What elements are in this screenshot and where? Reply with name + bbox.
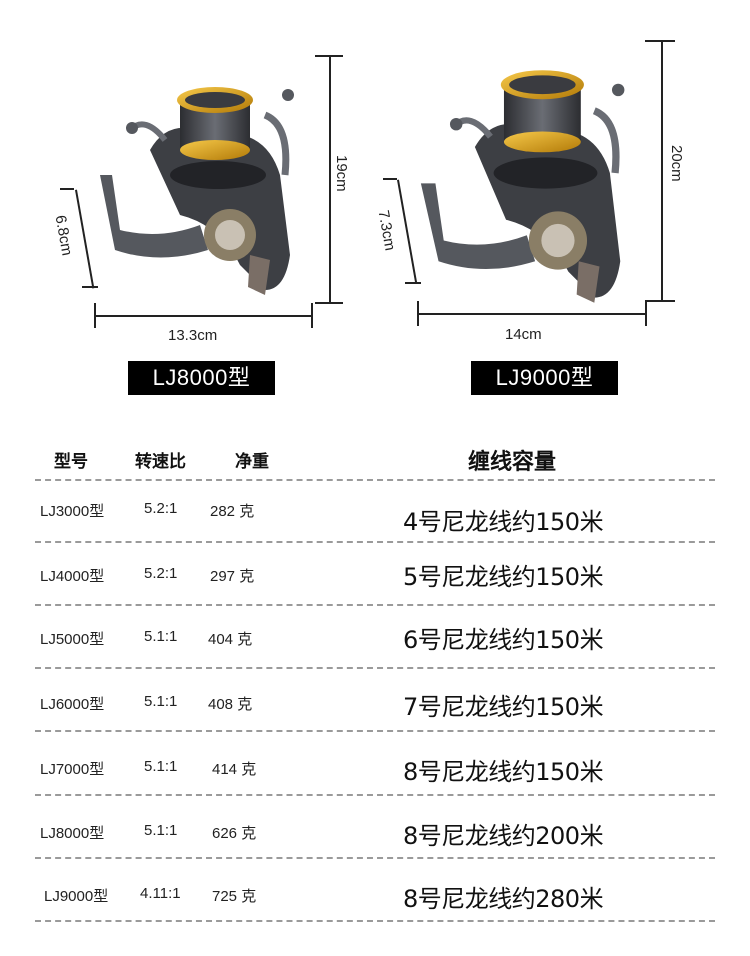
- cell-capacity: 7号尼龙线约150米: [403, 693, 604, 721]
- cell-ratio: 4.11:1: [140, 885, 181, 902]
- cell-weight: 725 克: [212, 888, 257, 905]
- cell-capacity: 4号尼龙线约150米: [403, 508, 604, 536]
- width-dimension-line: [417, 313, 646, 315]
- cell-weight: 408 克: [208, 696, 253, 713]
- cell-ratio: 5.1:1: [144, 628, 178, 645]
- dimension-tick: [383, 178, 397, 180]
- height-dimension-line: [661, 40, 663, 302]
- table-row: LJ9000型 4.11:1 725 克 8号尼龙线约280米: [0, 859, 750, 913]
- cell-weight: 626 克: [212, 825, 257, 842]
- handle-label: 6.8cm: [51, 213, 76, 258]
- cell-ratio: 5.1:1: [144, 822, 178, 839]
- handle-label: 7.3cm: [374, 208, 399, 253]
- dimension-tick: [645, 40, 675, 42]
- row-divider: [35, 794, 715, 796]
- model-label: LJ9000型: [471, 361, 618, 395]
- cell-ratio: 5.1:1: [144, 693, 178, 710]
- row-divider: [35, 541, 715, 543]
- table-row: LJ6000型 5.1:1 408 克 7号尼龙线约150米: [0, 669, 750, 721]
- header-model: 型号: [54, 452, 88, 472]
- table-row: LJ7000型 5.1:1 414 克 8号尼龙线约150米: [0, 732, 750, 786]
- cell-ratio: 5.1:1: [144, 758, 178, 775]
- table-row: LJ4000型 5.2:1 297 克 5号尼龙线约150米: [0, 543, 750, 591]
- width-label: 14cm: [505, 326, 542, 343]
- height-dimension-line: [329, 55, 331, 303]
- dimension-tick: [417, 301, 419, 326]
- dimension-tick: [645, 300, 675, 302]
- table-row: LJ5000型 5.1:1 404 克 6号尼龙线约150米: [0, 606, 750, 654]
- row-divider: [35, 604, 715, 606]
- cell-capacity: 8号尼龙线约200米: [403, 822, 604, 850]
- cell-model: LJ4000型: [40, 568, 105, 585]
- dimension-tick: [315, 302, 343, 304]
- table-row: LJ3000型 5.2:1 282 克 4号尼龙线约150米: [0, 480, 750, 536]
- cell-capacity: 5号尼龙线约150米: [403, 563, 604, 591]
- cell-ratio: 5.2:1: [144, 565, 178, 582]
- header-ratio: 转速比: [135, 452, 186, 472]
- cell-weight: 404 克: [208, 631, 253, 648]
- cell-model: LJ5000型: [40, 631, 105, 648]
- dimension-tick: [405, 282, 421, 284]
- height-label: 20cm: [668, 145, 685, 182]
- width-label: 13.3cm: [168, 327, 218, 344]
- dimension-tick: [94, 303, 96, 328]
- fishing-reel-image: [100, 87, 294, 295]
- cell-capacity: 8号尼龙线约150米: [403, 758, 604, 786]
- cell-weight: 282 克: [210, 503, 255, 520]
- cell-capacity: 6号尼龙线约150米: [403, 626, 604, 654]
- row-divider: [35, 479, 715, 481]
- row-divider: [35, 667, 715, 669]
- cell-model: LJ6000型: [40, 696, 105, 713]
- header-weight: 净重: [235, 452, 269, 472]
- row-divider: [35, 920, 715, 922]
- header-capacity: 缠线容量: [468, 450, 557, 475]
- dimension-tick: [645, 301, 647, 326]
- dimension-tick: [82, 286, 98, 288]
- cell-model: LJ9000型: [44, 888, 109, 905]
- cell-model: LJ3000型: [40, 503, 105, 520]
- dimension-tick: [315, 55, 343, 57]
- row-divider: [35, 857, 715, 859]
- row-divider: [35, 730, 715, 732]
- model-label: LJ8000型: [128, 361, 275, 395]
- cell-weight: 297 克: [210, 568, 255, 585]
- height-label: 19cm: [333, 155, 350, 192]
- table-row: LJ8000型 5.1:1 626 克 8号尼龙线约200米: [0, 796, 750, 850]
- dimension-tick: [311, 303, 313, 328]
- width-dimension-line: [94, 315, 312, 317]
- dimension-tick: [60, 188, 74, 190]
- cell-ratio: 5.2:1: [144, 500, 178, 517]
- cell-capacity: 8号尼龙线约280米: [403, 885, 604, 913]
- cell-model: LJ8000型: [40, 825, 105, 842]
- cell-model: LJ7000型: [40, 761, 105, 778]
- fishing-reel-image: [420, 70, 625, 303]
- cell-weight: 414 克: [212, 761, 257, 778]
